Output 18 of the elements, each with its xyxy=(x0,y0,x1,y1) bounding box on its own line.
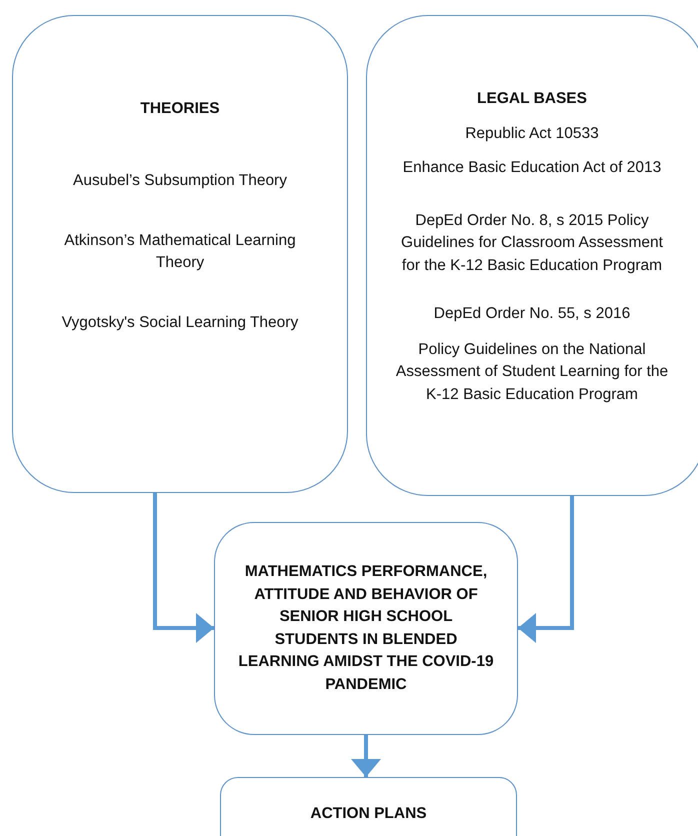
rounded-box xyxy=(214,522,518,735)
arrow xyxy=(518,496,574,643)
rounded-box xyxy=(366,15,698,496)
heading: THEORIES xyxy=(140,99,220,119)
body-text: DepEd Order No. 55, s 2016 xyxy=(434,304,630,324)
body-text: Enhance Basic Education Act of 2013 xyxy=(402,158,662,178)
arrow xyxy=(153,493,214,643)
heading: LEGAL BASES xyxy=(477,89,587,109)
heading: MATHEMATICS PERFORMANCE, ATTITUDE AND BEHAVIOR OF SENIOR HIGH SCHOOL STUDENTS IN BLENDED LEARNING AMIDST THE COVID-19 PANDEMIC xyxy=(237,562,495,694)
rounded-box xyxy=(12,15,348,493)
body-text: Republic Act 10533 xyxy=(465,124,599,144)
arrow xyxy=(351,735,381,777)
body-text: Atkinson’s Mathematical Learning Theory xyxy=(63,231,297,273)
heading: ACTION PLANS xyxy=(310,804,427,824)
body-text: Policy Guidelines on the National Assessment of Student Learning for the K-12 Basic Education Program xyxy=(394,340,670,404)
body-text: DepEd Order No. 8, s 2015 Policy Guidelines for Classroom Assessment for the K-12 Basic Education Program xyxy=(400,210,664,276)
body-text: Vygotsky's Social Learning Theory xyxy=(62,313,298,333)
body-text: Ausubel’s Subsumption Theory xyxy=(73,171,287,191)
